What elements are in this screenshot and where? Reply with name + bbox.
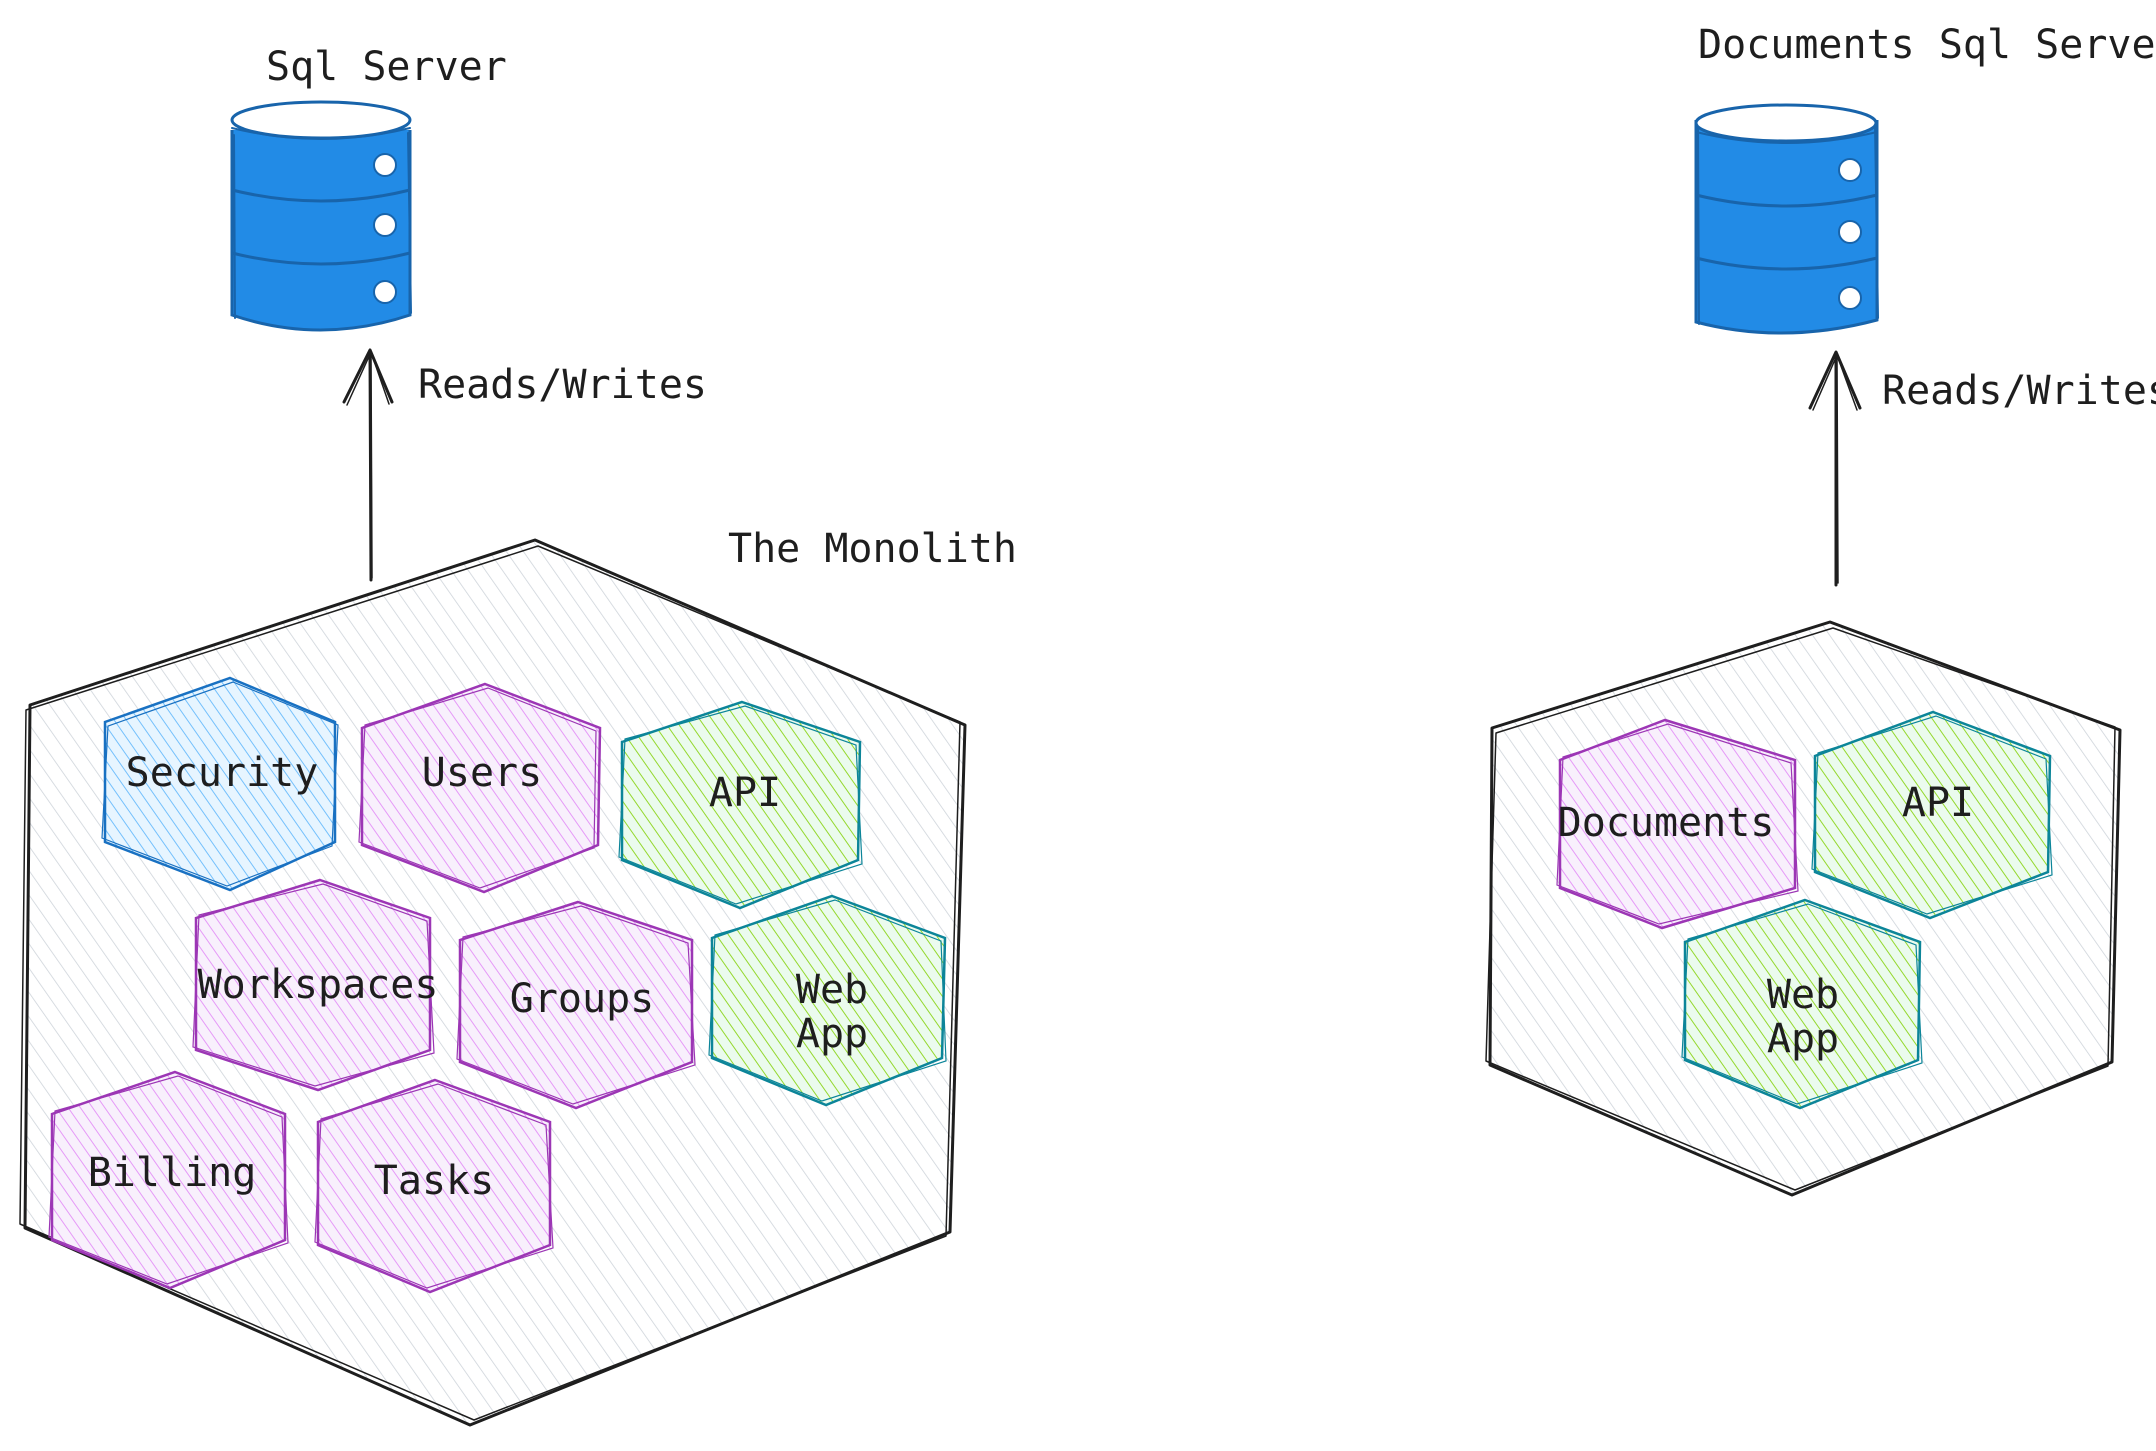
monolith-edge-label: Reads/Writes <box>418 362 707 408</box>
monolith-title: The Monolith <box>728 526 1017 572</box>
module-tasks: Tasks <box>314 1078 554 1294</box>
module-label: Groups <box>510 976 655 1022</box>
module-users: Users <box>358 682 602 894</box>
module-label: Users <box>422 750 542 796</box>
module-label: Billing <box>88 1150 257 1196</box>
database-icon <box>230 100 412 332</box>
monolith-db-label: Sql Server <box>266 44 507 90</box>
documents-edge-label: Reads/Writes <box>1882 368 2156 414</box>
documents-service-group: Documents Sql Server Reads/Writes Docume… <box>1485 22 2156 1197</box>
arrow-up-icon <box>342 348 394 582</box>
documents-db-label: Documents Sql Server <box>1698 22 2156 68</box>
module-api: API <box>1811 710 2053 920</box>
monolith-group: Sql Server Reads/Writes The Monolith Sec… <box>19 44 1017 1427</box>
module-security: Security <box>101 676 339 892</box>
arrow-up-icon <box>1808 350 1862 587</box>
module-documents: Documents <box>1556 718 1799 930</box>
module-label: Security <box>126 750 319 796</box>
module-billing: Billing <box>48 1070 289 1290</box>
database-icon <box>1694 103 1879 335</box>
module-api: API <box>618 700 863 910</box>
module-label: Documents <box>1558 800 1775 846</box>
module-label: Workspaces <box>198 962 439 1008</box>
module-workspaces: Workspaces <box>192 878 439 1092</box>
module-label: Tasks <box>374 1158 494 1204</box>
module-label: API <box>709 770 781 816</box>
module-label: API <box>1902 780 1974 826</box>
module-groups: Groups <box>456 900 696 1110</box>
